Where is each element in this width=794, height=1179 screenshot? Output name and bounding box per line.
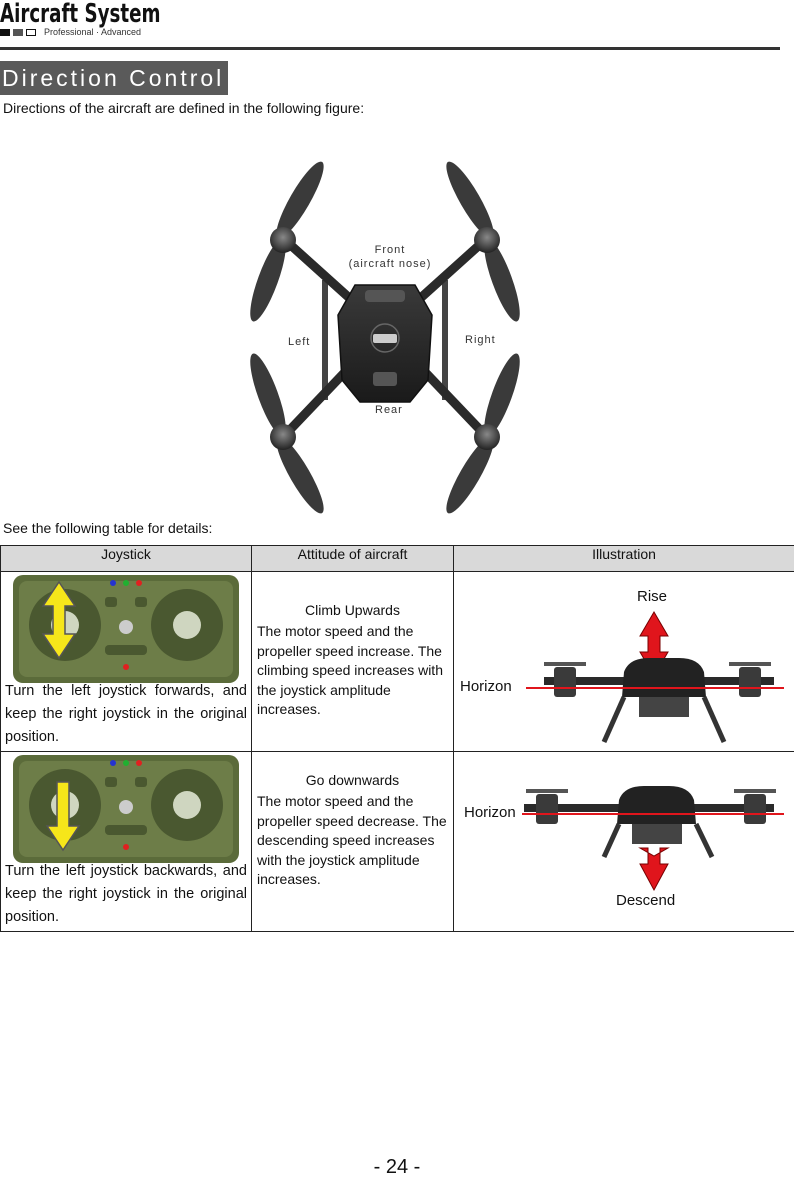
- drone-rise-illustration: [454, 572, 794, 751]
- attitude-title: Climb Upwards: [252, 602, 453, 618]
- intro-text: Directions of the aircraft are defined i…: [3, 100, 364, 116]
- joystick-cell: Turn the left joystick forwards, and kee…: [1, 572, 251, 751]
- front-label: Front: [365, 244, 415, 256]
- left-label: Left: [288, 336, 310, 348]
- brand-squares-icon: [0, 29, 36, 36]
- rise-label: Rise: [637, 588, 667, 605]
- horizon-label: Horizon: [464, 804, 516, 821]
- drone-icon: [210, 140, 580, 520]
- page-number: - 24 -: [0, 1156, 794, 1179]
- descend-label: Descend: [616, 892, 675, 909]
- attitude-title: Go downwards: [252, 772, 453, 788]
- table-lead-text: See the following table for details:: [3, 520, 212, 536]
- joystick-cell: Turn the left joystick backwards, and ke…: [1, 752, 251, 931]
- header-attitude: Attitude of aircraft: [252, 546, 454, 572]
- attitude-description: The motor speed and the propeller speed …: [257, 792, 449, 890]
- drone-top-view-figure: Front (aircraft nose) Left Right Rear: [210, 140, 580, 520]
- section-title: Direction Control: [0, 61, 228, 95]
- rear-label: Rear: [375, 404, 403, 416]
- direction-table: Joystick Attitude of aircraft Illustrati…: [0, 545, 794, 932]
- table-row: Turn the left joystick forwards, and kee…: [1, 572, 794, 752]
- joystick-instruction: Turn the left joystick forwards, and kee…: [5, 680, 247, 749]
- header-divider: [0, 47, 780, 50]
- attitude-description: The motor speed and the propeller speed …: [257, 622, 449, 720]
- horizon-label: Horizon: [460, 678, 512, 695]
- header-joystick: Joystick: [1, 546, 252, 572]
- table-row: Turn the left joystick backwards, and ke…: [1, 752, 794, 932]
- brand-subtitle: Professional · Advanced: [44, 27, 141, 37]
- attitude-cell: Climb Upwards The motor speed and the pr…: [252, 572, 453, 751]
- joystick-instruction: Turn the left joystick backwards, and ke…: [5, 860, 247, 929]
- brand-title: Aircraft System: [0, 0, 161, 28]
- down-arrow-icon: [45, 780, 81, 852]
- header-illustration: Illustration: [454, 546, 794, 572]
- right-label: Right: [465, 334, 496, 346]
- attitude-cell: Go downwards The motor speed and the pro…: [252, 752, 453, 931]
- illustration-cell: Horizon Descend: [454, 752, 794, 931]
- illustration-cell: Rise Horizon: [454, 572, 794, 751]
- table-header-row: Joystick Attitude of aircraft Illustrati…: [1, 546, 794, 572]
- up-arrow-icon: [41, 580, 77, 660]
- front-sub-label: (aircraft nose): [340, 258, 440, 270]
